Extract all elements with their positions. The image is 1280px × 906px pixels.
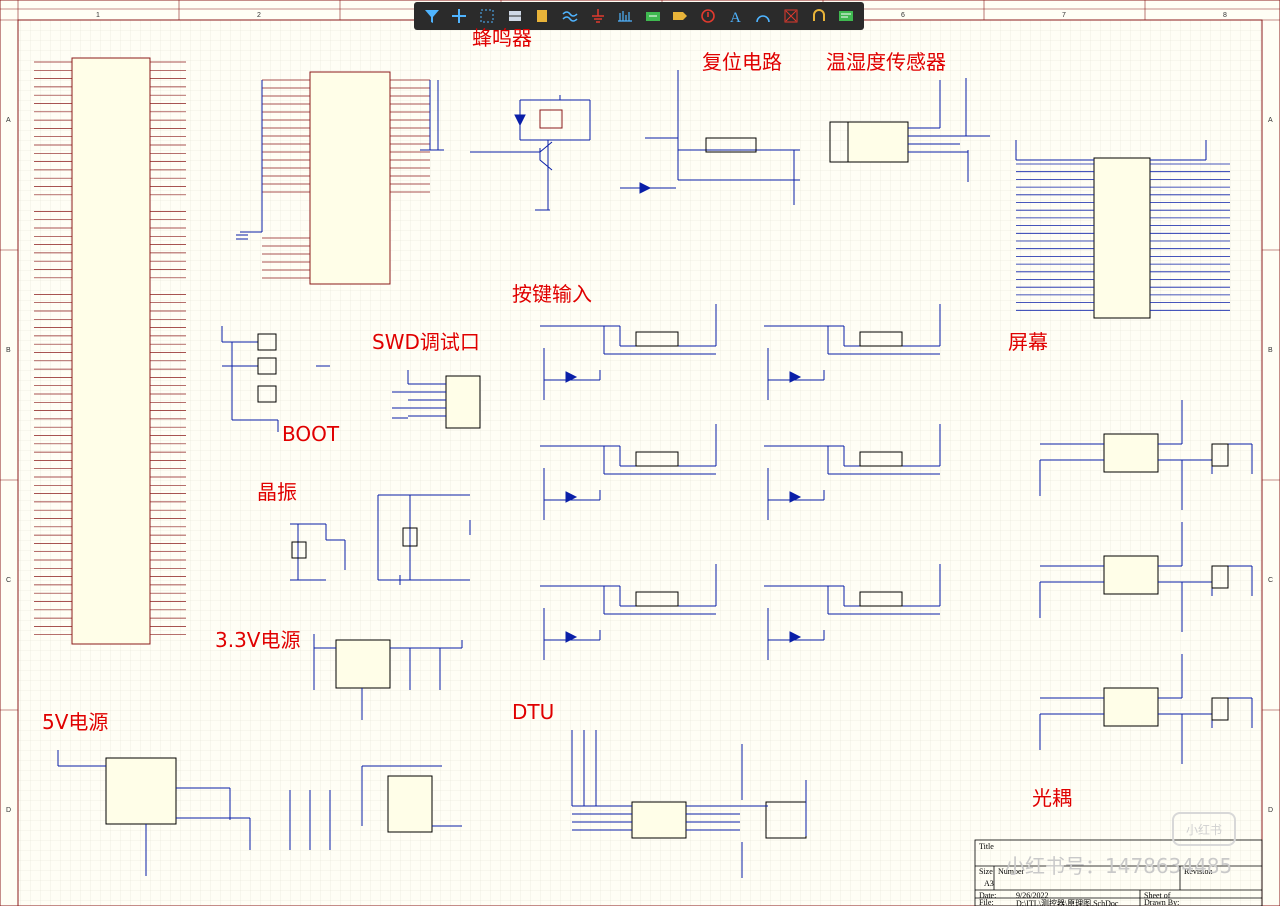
swd-port [392,370,481,429]
directive-icon[interactable] [781,6,801,26]
psu-5v [57,750,462,876]
port-icon[interactable] [670,6,690,26]
svg-text:A: A [730,10,741,25]
optocoupler-block [1039,654,1253,764]
filter-icon[interactable] [422,6,442,26]
net-label-icon[interactable] [643,6,663,26]
harness-connector-icon[interactable] [809,6,829,26]
section-title-swd: SWD调试口 [372,330,480,354]
zone-row-label: C [6,577,11,584]
size-value: A3 [984,879,994,888]
mcu-u1a [34,57,186,645]
rectangle-select-icon[interactable] [477,6,497,26]
bus-entry-icon[interactable] [615,6,635,26]
arc-icon[interactable] [753,6,773,26]
section-title-keys: 按键输入 [512,282,592,306]
boot-circuit [221,326,330,432]
crystal-circuit [290,494,471,585]
buzzer-circuit [470,95,591,211]
no-erc-icon[interactable] [698,6,718,26]
key-switch-block [540,564,717,660]
ldo-3v3 [313,634,463,720]
signal-harness-icon[interactable] [560,6,580,26]
zone-column-label: 2 [257,12,261,19]
lcd-connector [1015,140,1230,319]
file-value: D:\ITL\测控器\原理图.SchDoc [1016,899,1119,906]
section-title-buzzer: 蜂鸣器 [472,26,532,50]
optocoupler-block [1039,522,1253,632]
sheet-label: Sheet of [1144,891,1171,900]
title-label: Title [979,842,994,851]
zone-column-label: 7 [1062,12,1066,19]
reset-circuit [620,70,800,205]
drawn-by-label: Drawn By: [1144,898,1180,906]
mcu-u1b [236,71,444,285]
optocoupler-block [1039,400,1253,510]
size-label: Size [979,867,993,876]
revision-label: Revision [1184,867,1213,876]
key-switch-block [540,424,717,520]
section-title-sensor: 温湿度传感器 [826,50,946,74]
key-switch-block [764,424,941,520]
max485-dtu [571,730,807,878]
number-label: Number [998,867,1025,876]
section-title-dtu: DTU [512,700,555,724]
zone-column-label: 6 [901,12,905,19]
section-title-screen: 屏幕 [1008,330,1048,354]
schematic-toolbar: A [414,2,864,30]
bus-icon[interactable] [505,6,525,26]
zone-row-label: D [1268,807,1273,814]
section-title-psu5v: 5V电源 [42,710,109,734]
component-icon[interactable] [532,6,552,26]
section-title-crystal: 晶振 [257,480,297,504]
zone-row-label: B [6,347,11,354]
zone-row-label: D [6,807,11,814]
key-switch-block [764,304,941,400]
watermark-text: 小红书号：1478634485 [1005,854,1233,878]
optocoupler-circuits [1039,400,1253,764]
section-title-ldo: 3.3V电源 [215,628,301,652]
zone-column-label: 1 [96,12,100,19]
zone-row-label: C [1268,577,1273,584]
add-wire-icon[interactable] [449,6,469,26]
file-label: File: [979,898,994,906]
zone-column-label: 8 [1223,12,1227,19]
watermark-badge: 小红书 [1172,812,1236,846]
date-value: 9/26/2022 [1016,891,1049,900]
section-title-reset: 复位电路 [702,50,782,74]
dht11-circuit [829,78,990,182]
section-title-boot: BOOT [282,422,340,446]
ground-power-icon[interactable] [588,6,608,26]
key-switch-block [540,304,717,400]
title-block [974,839,1263,906]
zone-row-label: B [1268,347,1273,354]
date-label: Date: [979,891,997,900]
key-switch-block [764,564,941,660]
text-icon[interactable]: A [726,6,746,26]
zone-row-label: A [6,117,11,124]
zone-row-label: A [1268,117,1273,124]
key-input-circuits [540,304,941,660]
sheet-symbol-icon[interactable] [836,6,856,26]
section-title-opto: 光耦 [1032,786,1072,810]
